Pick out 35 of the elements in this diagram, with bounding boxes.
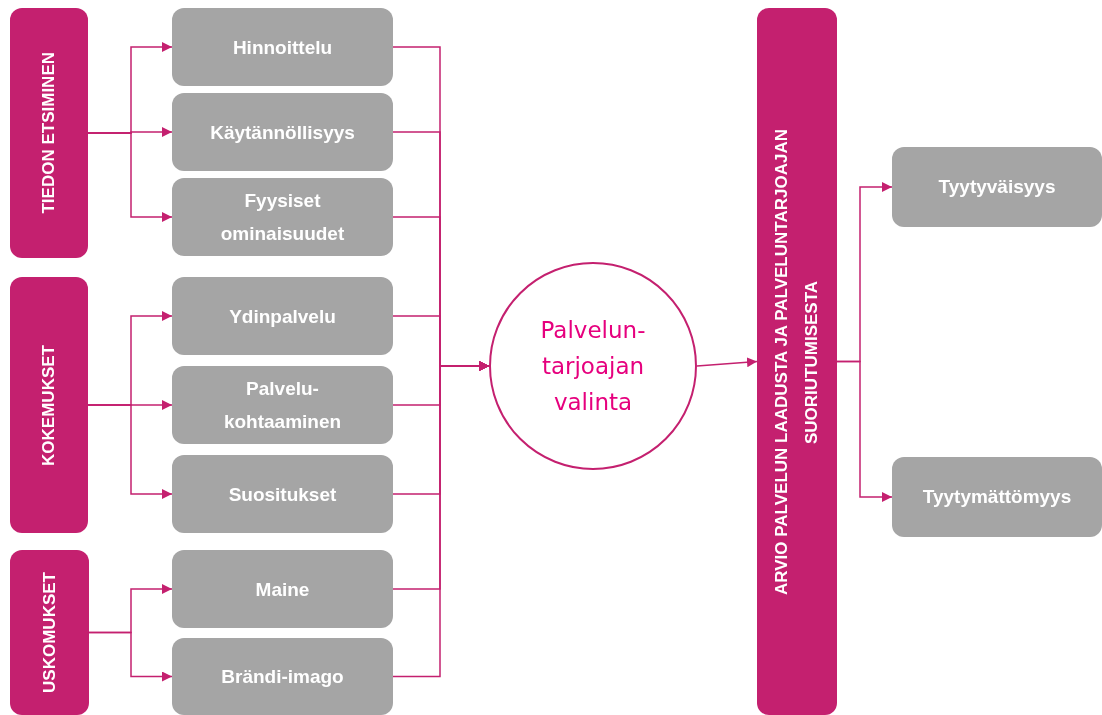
- factor-box: [172, 178, 393, 256]
- connector-arrow: [87, 404, 173, 499]
- factor-box: [172, 366, 393, 444]
- connector-arrow: [392, 361, 490, 678]
- node-label: Ydinpalvelu: [228, 304, 337, 329]
- node-label: Maine: [254, 577, 311, 602]
- node-label: USKOMUKSET: [38, 572, 60, 693]
- outcome-box: [892, 457, 1102, 537]
- connector-arrow: [88, 631, 173, 682]
- factor-box: [172, 550, 393, 628]
- node-label: Suositukset: [227, 482, 338, 507]
- connector-arrow: [696, 357, 758, 368]
- factor-box: [172, 455, 393, 533]
- node-label: Brändi-imago: [220, 665, 345, 689]
- factor-box: [172, 277, 393, 355]
- node-label: TIEDON ETSIMINEN: [38, 52, 60, 214]
- connector-arrow: [87, 132, 173, 222]
- category-bar: [10, 550, 89, 715]
- factor-box: [172, 8, 393, 86]
- node-label: Palvelun- tarjoajan valinta: [539, 316, 647, 417]
- connector-arrow: [836, 360, 893, 502]
- node-label: Palvelu- kohtaaminen: [222, 377, 343, 434]
- node-label: Hinnoittelu: [231, 35, 334, 60]
- factor-box: [172, 93, 393, 171]
- node-label: ARVIO PALVELUN LAADUSTA JA PALVELUNTARJOAJAN SUORIUTUMISESTA: [771, 127, 822, 597]
- node-label: Tyytymättömyys: [922, 484, 1072, 509]
- node-label: Käytännöllisyys: [209, 120, 356, 145]
- node-label: KOKEMUKSET: [38, 344, 60, 466]
- category-bar: [10, 277, 88, 533]
- evaluation-bar: [757, 8, 837, 715]
- factor-box: [172, 638, 393, 715]
- node-label: Fyysiset ominaisuudet: [219, 189, 346, 246]
- category-bar: [10, 8, 88, 258]
- outcome-box: [892, 147, 1102, 227]
- node-label: Tyytyväisyys: [938, 174, 1056, 199]
